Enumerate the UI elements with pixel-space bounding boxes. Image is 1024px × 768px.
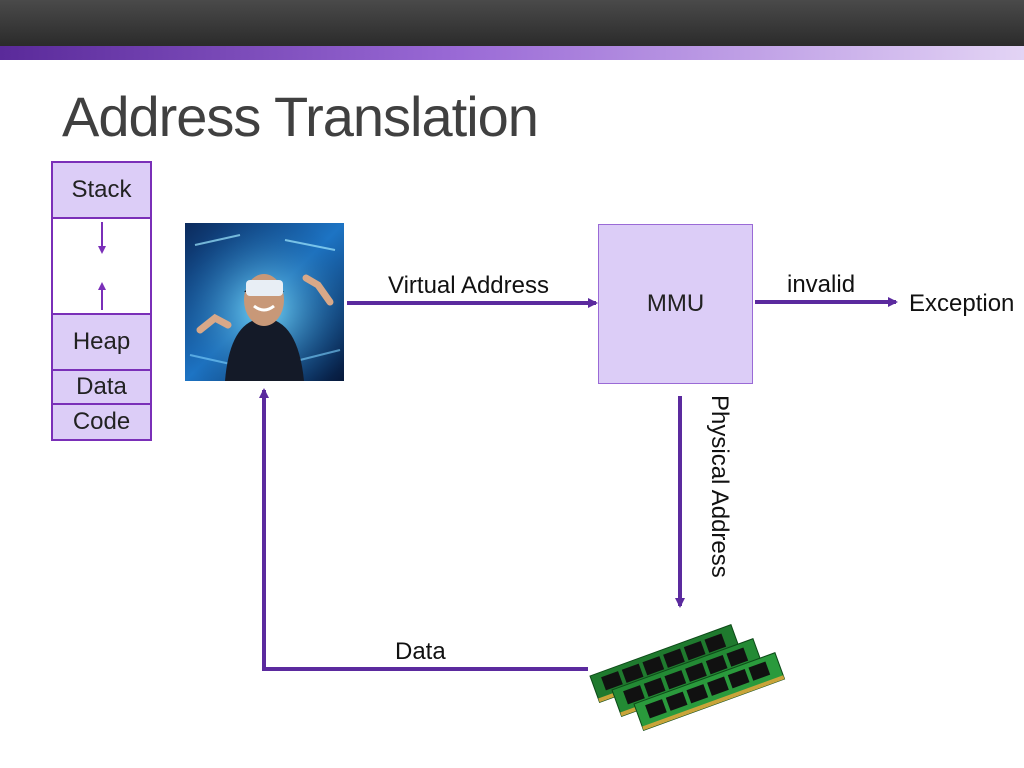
stack-segment: Stack [51, 161, 152, 219]
exception-label: Exception [909, 290, 1015, 317]
person-vr-headset-image [185, 223, 344, 381]
slide-accent-bar [0, 46, 1024, 60]
slide-header-bar [0, 0, 1024, 46]
code-segment: Code [51, 403, 152, 441]
invalid-label: invalid [787, 271, 856, 298]
virtual-address-label: Virtual Address [388, 272, 549, 299]
data-label: Data [395, 638, 446, 665]
data-return-arrow [259, 388, 588, 671]
ram-modules-image [589, 624, 786, 731]
mmu-box: MMU [598, 224, 753, 384]
physical-address-label: Physical Address [706, 395, 733, 578]
slide-title: Address Translation [62, 85, 539, 148]
